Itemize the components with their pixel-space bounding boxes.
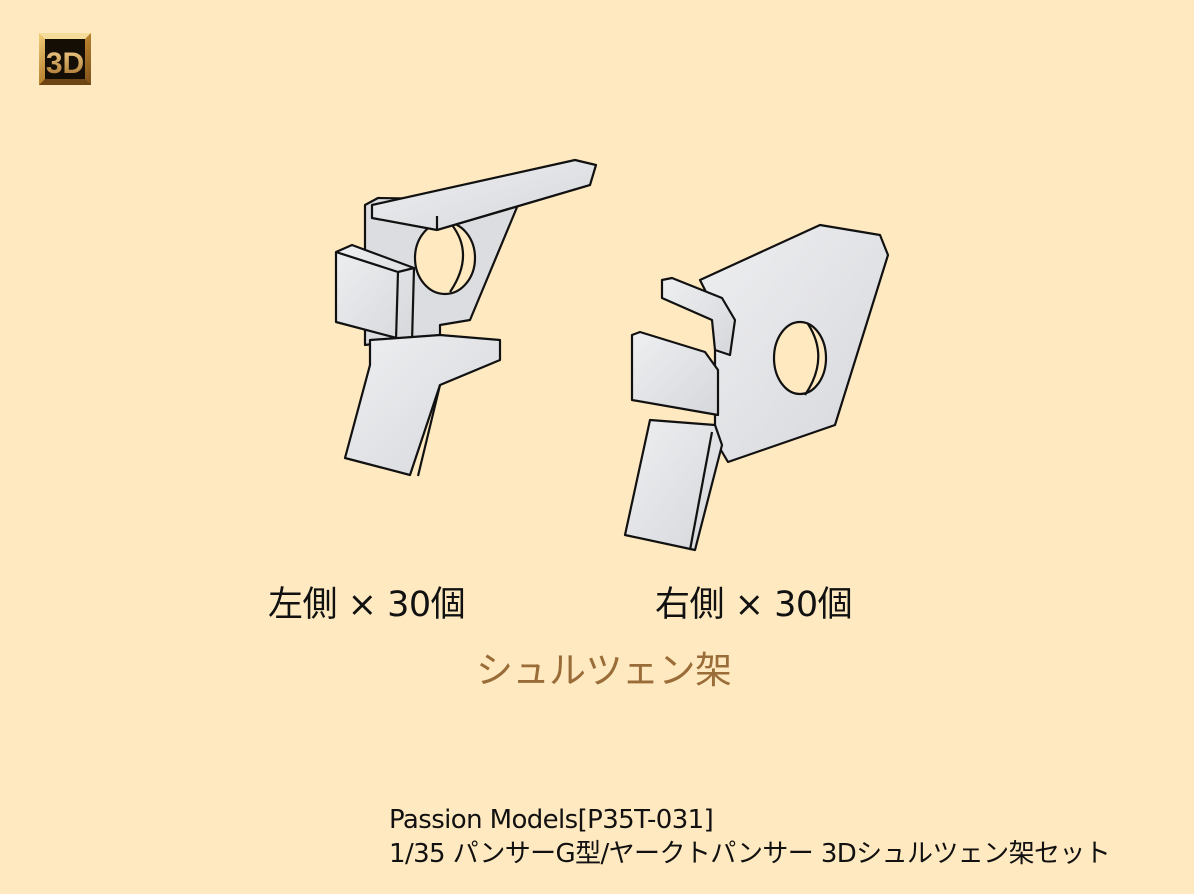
right-bracket-part (623, 223, 890, 552)
product-footer: Passion Models[P35T-031] 1/35 パンサーG型/ヤーク… (389, 803, 1111, 871)
right-part-quantity-label: 右側 × 30個 (655, 585, 853, 625)
product-part-title: シュルツェン架 (476, 649, 732, 692)
left-bracket-part (334, 158, 598, 477)
3d-badge-icon: 3D (39, 33, 91, 85)
product-code-line: Passion Models[P35T-031] (389, 805, 714, 835)
svg-text:3D: 3D (46, 47, 84, 80)
product-name-line: 1/35 パンサーG型/ヤークトパンサー 3Dシュルツェン架セット (389, 839, 1111, 869)
left-part-quantity-label: 左側 × 30個 (268, 585, 466, 625)
